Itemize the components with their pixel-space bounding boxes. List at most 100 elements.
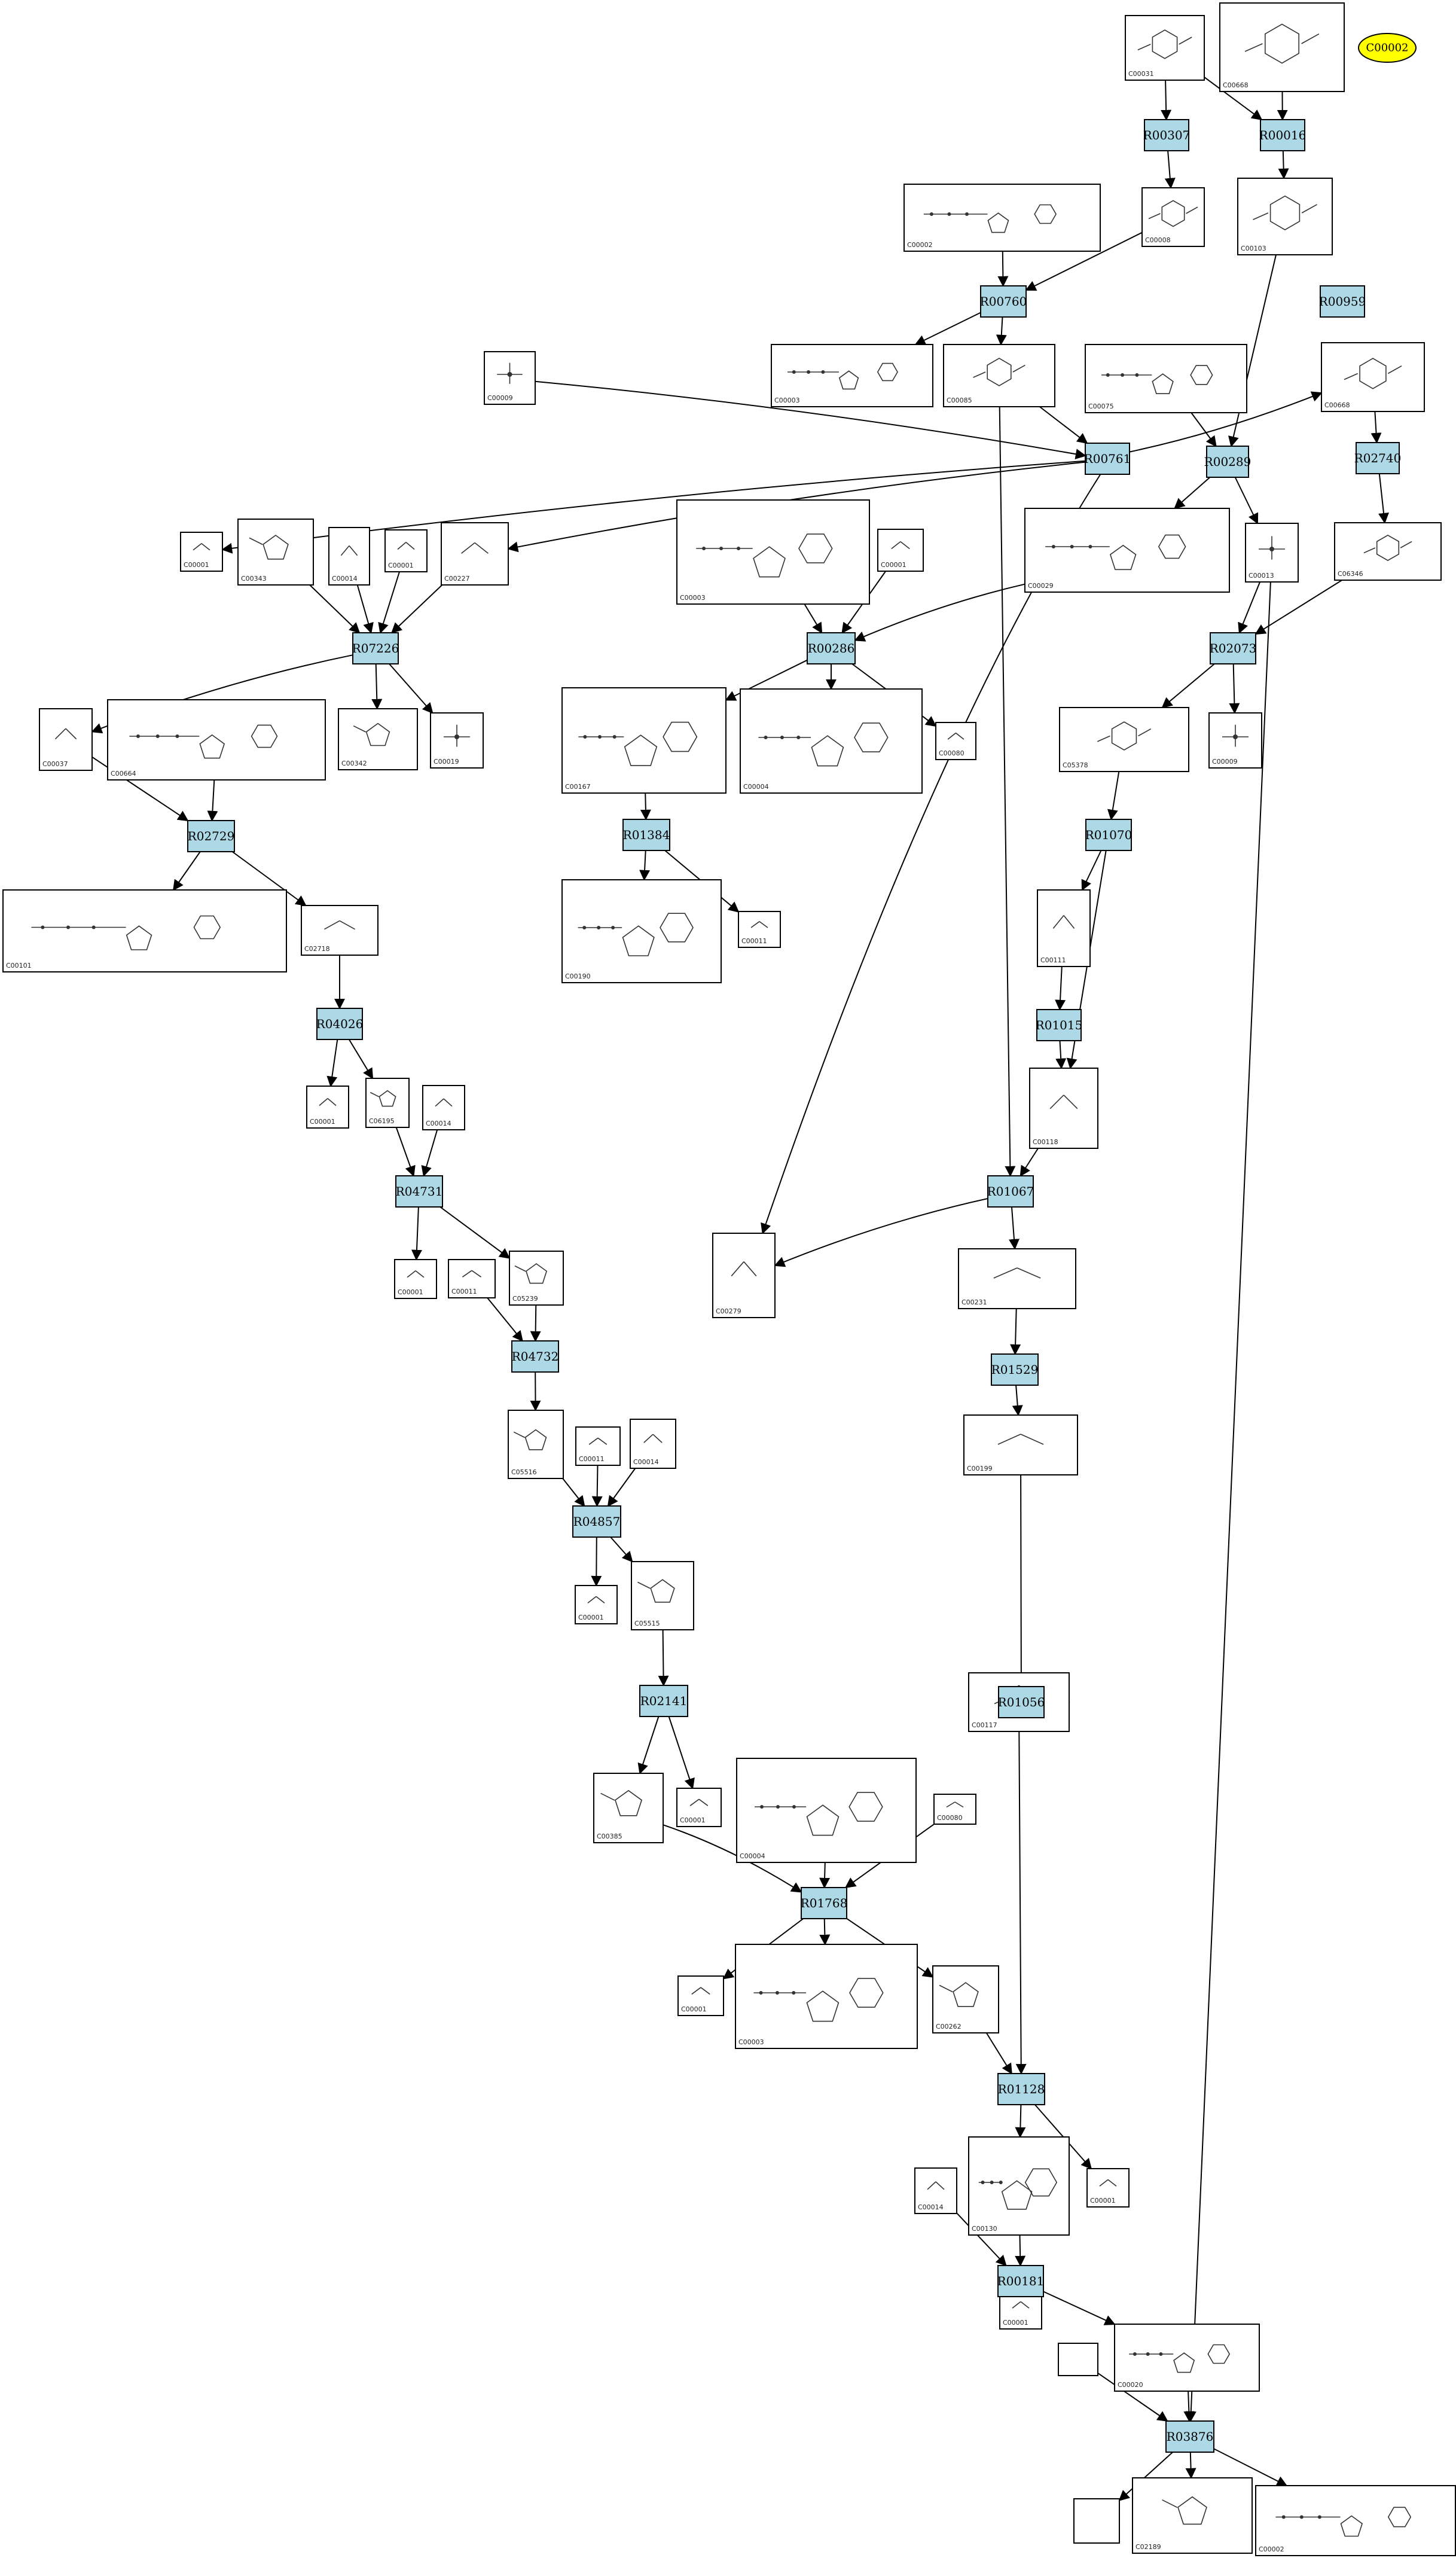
reaction-node[interactable]: R01384 — [622, 819, 670, 851]
compound-ellipse[interactable]: C00002 — [1358, 33, 1417, 63]
compound-node[interactable]: C05516 — [508, 1410, 564, 1479]
reaction-node[interactable]: R04857 — [572, 1505, 621, 1538]
compound-node[interactable]: C02718 — [301, 905, 379, 956]
compound-node[interactable]: C00001 — [676, 1788, 722, 1827]
reaction-node[interactable]: R01128 — [997, 2073, 1045, 2105]
compound-node[interactable]: C00011 — [448, 1259, 496, 1298]
compound-node[interactable]: C00013 — [1245, 523, 1299, 583]
compound-node[interactable]: C06195 — [365, 1078, 410, 1128]
compound-node[interactable] — [1058, 2343, 1098, 2376]
reaction-box — [1036, 1009, 1082, 1041]
reaction-node[interactable]: R01056 — [998, 1686, 1045, 1718]
compound-node[interactable]: C00014 — [630, 1419, 676, 1469]
compound-node[interactable]: C00001 — [384, 529, 428, 572]
compound-node[interactable]: C00075 — [1085, 344, 1247, 413]
reaction-node[interactable]: R00760 — [980, 285, 1027, 318]
compound-node[interactable]: C05239 — [509, 1251, 564, 1306]
reaction-node[interactable]: R02141 — [639, 1685, 688, 1717]
compound-node[interactable]: C00199 — [963, 1414, 1078, 1475]
compound-node[interactable]: C00003 — [735, 1944, 918, 2049]
compound-node[interactable]: C00118 — [1029, 1068, 1098, 1149]
atom-dot — [947, 212, 951, 216]
reaction-node[interactable]: R02740 — [1354, 442, 1402, 474]
ring-shape — [262, 535, 289, 560]
compound-node[interactable]: C00008 — [1141, 187, 1205, 247]
edge-arrow — [371, 663, 383, 710]
compound-node[interactable]: C00011 — [738, 911, 781, 948]
compound-node[interactable]: C00668 — [1219, 2, 1345, 92]
compound-node[interactable]: C00037 — [39, 708, 93, 771]
reaction-id-label: R00760 — [980, 294, 1027, 309]
compound-node[interactable]: C00001 — [575, 1585, 618, 1624]
compound-node[interactable]: C00014 — [914, 2167, 957, 2214]
reaction-node[interactable]: R02729 — [187, 820, 235, 852]
reaction-node[interactable]: R04026 — [316, 1008, 364, 1040]
compound-node[interactable]: C00014 — [328, 527, 370, 586]
edge-arrow — [956, 2212, 1007, 2267]
reaction-node[interactable]: R01768 — [801, 1887, 848, 1919]
compound-node[interactable]: C00001 — [180, 532, 223, 572]
compound-node[interactable]: C00080 — [933, 1794, 976, 1825]
compound-node[interactable]: C05515 — [631, 1561, 694, 1630]
compound-node[interactable]: C00014 — [422, 1085, 465, 1130]
compound-node[interactable]: C00279 — [712, 1233, 776, 1318]
compound-node[interactable]: C00031 — [1125, 15, 1205, 81]
compound-node[interactable]: C00004 — [740, 688, 923, 794]
compound-node[interactable]: C00003 — [676, 499, 870, 605]
reaction-node[interactable]: R01070 — [1085, 819, 1133, 851]
reaction-node[interactable]: R04731 — [395, 1175, 443, 1208]
reaction-node[interactable]: R00959 — [1319, 285, 1366, 318]
reaction-node[interactable]: R01529 — [991, 1353, 1039, 1386]
compound-node[interactable]: C00001 — [394, 1259, 437, 1299]
compound-node[interactable]: C00001 — [306, 1086, 349, 1129]
compound-node[interactable]: C00001 — [877, 529, 924, 572]
compound-node[interactable]: C00002 — [1255, 2485, 1456, 2556]
compound-node[interactable]: C00001 — [1086, 2168, 1130, 2208]
compound-node[interactable]: C00003 — [771, 344, 933, 407]
reaction-node[interactable]: R00181 — [997, 2265, 1045, 2297]
reaction-node[interactable]: R00307 — [1143, 119, 1191, 151]
compound-node[interactable]: C00103 — [1237, 178, 1333, 255]
reaction-node[interactable]: R00761 — [1084, 443, 1131, 475]
compound-node[interactable]: C00664 — [107, 699, 326, 780]
compound-node[interactable]: C00262 — [932, 1965, 999, 2033]
compound-node[interactable]: C00130 — [968, 2136, 1070, 2236]
reaction-node[interactable]: R02073 — [1210, 632, 1257, 664]
compound-node[interactable]: C00190 — [561, 879, 722, 983]
compound-node[interactable] — [1073, 2498, 1120, 2544]
compound-node[interactable]: C00385 — [593, 1773, 664, 1843]
compound-node[interactable]: C00002 — [903, 184, 1101, 252]
compound-node[interactable]: C02189 — [1132, 2477, 1253, 2554]
compound-node[interactable]: C00080 — [935, 722, 976, 760]
compound-node[interactable]: C00004 — [736, 1758, 917, 1863]
compound-node[interactable]: C00343 — [237, 519, 314, 586]
reaction-node[interactable]: R00289 — [1204, 446, 1252, 478]
compound-node[interactable]: C00167 — [561, 687, 727, 794]
reaction-node[interactable]: R00016 — [1259, 119, 1307, 151]
compound-node[interactable]: C05378 — [1059, 707, 1189, 772]
compound-node[interactable]: C00085 — [943, 344, 1055, 407]
compound-node[interactable]: C00011 — [575, 1426, 621, 1466]
compound-node[interactable]: C00668 — [1321, 342, 1425, 412]
atom-dot — [821, 370, 825, 374]
reaction-node[interactable]: R07226 — [352, 632, 399, 664]
edge-arrow — [1009, 1206, 1019, 1250]
compound-node[interactable]: C00227 — [441, 522, 509, 586]
compound-node[interactable]: C00111 — [1037, 889, 1091, 967]
reaction-node[interactable]: R00286 — [807, 632, 856, 664]
compound-node[interactable]: C00342 — [338, 708, 418, 770]
compound-node[interactable]: C00020 — [1114, 2324, 1260, 2392]
compound-node[interactable]: C00231 — [958, 1248, 1076, 1309]
compound-node[interactable]: C00001 — [677, 1975, 724, 2016]
compound-node[interactable]: C06346 — [1334, 522, 1442, 581]
compound-node[interactable]: C00029 — [1024, 508, 1230, 593]
reaction-node[interactable]: R01067 — [987, 1175, 1034, 1208]
reaction-node[interactable]: R03876 — [1165, 2420, 1214, 2453]
compound-node[interactable]: C00009 — [1208, 712, 1262, 769]
reaction-box — [1356, 442, 1400, 474]
reaction-node[interactable]: R04732 — [511, 1340, 559, 1373]
compound-node[interactable]: C00009 — [484, 351, 536, 405]
reaction-node[interactable]: R01015 — [1036, 1009, 1083, 1041]
compound-node[interactable]: C00101 — [2, 889, 287, 972]
compound-node[interactable]: C00019 — [430, 712, 484, 769]
